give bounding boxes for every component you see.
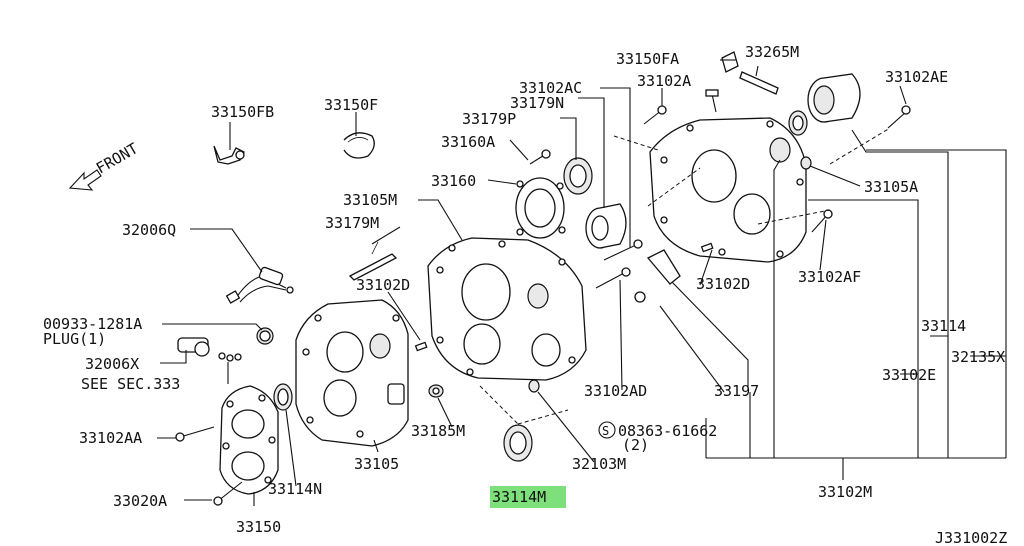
label-33105a[interactable]: 33105A (864, 178, 918, 196)
bolt-33102a-icon (643, 105, 667, 125)
label-33179m[interactable]: 33179M (325, 214, 379, 232)
bolt-33160a-icon (529, 149, 551, 165)
front-cover-icon (219, 385, 279, 495)
label-33102e[interactable]: 33102E (882, 366, 936, 384)
label-33150fa[interactable]: 33150FA (616, 50, 679, 68)
clip-32103m-icon (528, 379, 540, 393)
oil-gutter-33179m-icon (348, 241, 398, 281)
label-32006q[interactable]: 32006Q (122, 221, 176, 239)
seal-33179p-icon (563, 157, 593, 195)
bolt-33020a-icon (213, 481, 243, 506)
label-33150fb[interactable]: 33150FB (211, 103, 274, 121)
pin-33102ac-icon (705, 89, 719, 113)
bracket-33265m-icon (739, 71, 779, 95)
highlight-33114m (490, 486, 566, 508)
label-33265m[interactable]: 33265M (745, 43, 799, 61)
label-33102m[interactable]: 33102M (818, 483, 872, 501)
label-33102ad[interactable]: 33102AD (584, 382, 647, 400)
plug-33185m-icon (428, 384, 444, 398)
label-33102a[interactable]: 33102A (637, 72, 691, 90)
label-33102af[interactable]: 33102AF (798, 268, 861, 286)
label-32103m[interactable]: 32103M (572, 455, 626, 473)
label-33179p[interactable]: 33179P (462, 110, 516, 128)
label-08363-61662[interactable]: 08363-61662 (618, 422, 717, 440)
front-arrow-icon (68, 169, 102, 191)
label-00933-1281a[interactable]: 00933-1281A (43, 315, 142, 333)
switch-32006x-icon (177, 337, 242, 362)
plug-00933-icon (256, 327, 274, 345)
dowel-pin-33102d-right-icon (700, 242, 714, 253)
label-33185m[interactable]: 33185M (411, 422, 465, 440)
label-33020a[interactable]: 33020A (113, 492, 167, 510)
oil-seal-33114-icon (788, 110, 808, 136)
dashed-alignment-lines (479, 127, 891, 425)
front-label: FRONT (93, 139, 141, 177)
label-33102d-left[interactable]: 33102D (356, 276, 410, 294)
leader-lines (157, 59, 1007, 506)
label-33114[interactable]: 33114 (921, 317, 966, 335)
snap-ring-33150f-icon (343, 132, 375, 159)
label-33160a[interactable]: 33160A (441, 133, 495, 151)
label-33114n[interactable]: 33114N (268, 480, 322, 498)
label-circled-s: S (602, 424, 609, 438)
middle-case-33105m-icon (427, 237, 587, 381)
retainer-33160-icon (515, 177, 566, 239)
rear-case-icon (649, 117, 807, 263)
label-08363-qty: (2) (622, 436, 649, 454)
label-32135x[interactable]: 32135X (951, 348, 1005, 366)
circled-s-icon (598, 421, 616, 439)
label-33102ae[interactable]: 33102AE (885, 68, 948, 86)
label-33105[interactable]: 33105 (354, 455, 399, 473)
oil-seal-33114m-icon (503, 424, 533, 462)
sensor-harness-32006q-icon (225, 266, 294, 304)
label-33102d-right[interactable]: 33102D (696, 275, 750, 293)
label-33179n[interactable]: 33179N (510, 94, 564, 112)
label-33102ac[interactable]: 33102AC (519, 79, 582, 97)
label-33197[interactable]: 33197 (714, 382, 759, 400)
label-33150[interactable]: 33150 (236, 518, 281, 536)
label-plug: PLUG(1) (43, 330, 106, 348)
label-33105m[interactable]: 33105M (343, 191, 397, 209)
bearing-32135x-icon (807, 73, 861, 123)
dowel-pin-33102d-left-icon (414, 341, 428, 352)
figure-code: J331002Z (935, 529, 1007, 546)
bolt-33102aa-icon (175, 426, 215, 442)
label-33114m[interactable]: 33114M (492, 488, 546, 506)
bolt-33102ae-icon (887, 105, 911, 129)
label-32006x[interactable]: 32006X (85, 355, 139, 373)
sleeve-33179n-icon (585, 203, 627, 249)
front-case-33105-icon (295, 299, 409, 447)
label-33150f[interactable]: 33150F (324, 96, 378, 114)
bolt-33102ad-icon (595, 239, 643, 289)
clip-33150fb-icon (213, 145, 245, 165)
label-33102aa[interactable]: 33102AA (79, 429, 142, 447)
label-see-sec-333[interactable]: SEE SEC.333 (81, 375, 180, 393)
plug-33105a-icon (800, 156, 812, 170)
label-33160[interactable]: 33160 (431, 172, 476, 190)
clip-33150fa-icon (721, 51, 739, 73)
oil-seal-33114n-icon (273, 383, 293, 411)
bracket-33197-icon (634, 249, 681, 303)
